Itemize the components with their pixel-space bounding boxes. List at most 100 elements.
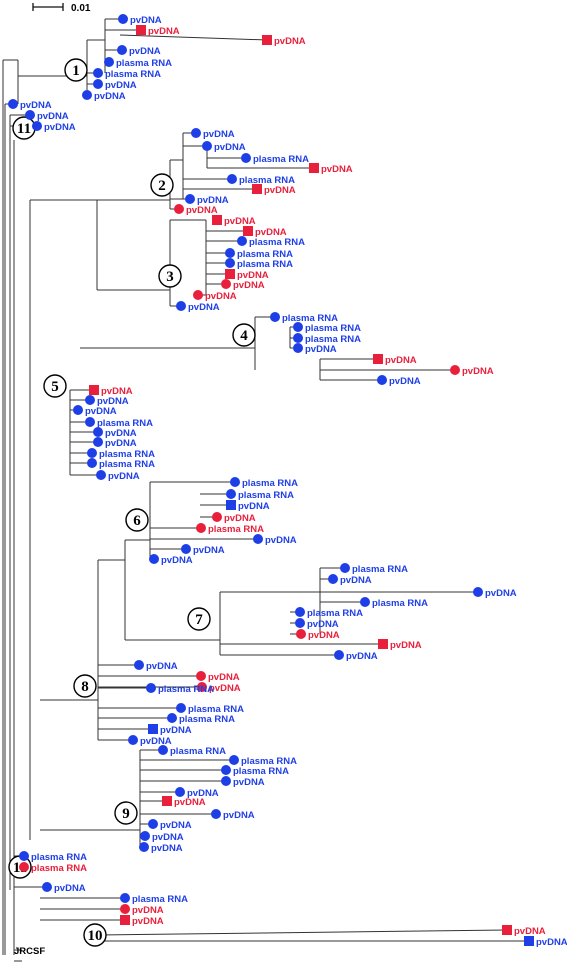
- red-square-marker: [89, 385, 99, 395]
- clade-number-1: 1: [64, 58, 88, 82]
- blue-circle-marker: [270, 312, 280, 322]
- leaf: pvDNA: [176, 301, 220, 313]
- leaf: pvDNA: [93, 79, 137, 91]
- leaf: JRCSF: [14, 946, 45, 957]
- blue-circle-marker: [146, 683, 156, 693]
- clade-number-text: 7: [195, 612, 203, 628]
- leaf: pvDNA: [378, 639, 422, 651]
- red-square-marker: [309, 163, 319, 173]
- blue-circle-marker: [134, 660, 144, 670]
- leaf-label: pvDNA: [108, 471, 140, 482]
- clade-number-circle: [73, 674, 97, 698]
- leaf-label: plasma RNA: [188, 704, 244, 715]
- leaf-label: pvDNA: [255, 227, 287, 238]
- leaf: plasma RNA: [176, 703, 244, 715]
- leaf-label: pvDNA: [146, 661, 178, 672]
- leaf-label: pvDNA: [97, 396, 129, 407]
- branch: [119, 34, 268, 41]
- blue-circle-marker: [225, 248, 235, 258]
- leaf-label: plasma RNA: [241, 756, 297, 767]
- leaf: pvDNA: [136, 25, 180, 37]
- red-square-marker: [162, 796, 172, 806]
- blue-circle-marker: [42, 882, 52, 892]
- leaf-label: pvDNA: [54, 883, 86, 894]
- leaf: pvDNA: [93, 427, 137, 439]
- red-square-marker: [378, 639, 388, 649]
- leaf-label: pvDNA: [174, 797, 206, 808]
- blue-circle-marker: [175, 787, 185, 797]
- leaf-label: plasma RNA: [352, 564, 408, 575]
- clade-number-2: 2: [150, 173, 174, 197]
- clade-number-circle: [158, 264, 182, 288]
- leaf: pvDNA: [8, 99, 52, 111]
- leaf-label: pvDNA: [105, 80, 137, 91]
- leaf: pvDNA: [225, 269, 269, 281]
- leaf-label: pvDNA: [197, 195, 229, 206]
- blue-circle-marker: [19, 851, 29, 861]
- leaf-label: plasma RNA: [105, 69, 161, 80]
- blue-circle-marker: [32, 121, 42, 131]
- leaf: pvDNA: [193, 290, 237, 302]
- blue-circle-marker: [85, 395, 95, 405]
- leaf-label: pvDNA: [385, 355, 417, 366]
- leaf: pvDNA: [73, 405, 117, 417]
- leaf-label: pvDNA: [223, 810, 255, 821]
- leaf: pvDNA: [221, 776, 265, 788]
- blue-circle-marker: [191, 128, 201, 138]
- leaf-label: plasma RNA: [179, 714, 235, 725]
- blue-circle-marker: [149, 554, 159, 564]
- red-square-marker: [262, 35, 272, 45]
- red-square-marker: [136, 25, 146, 35]
- leaf-label: plasma RNA: [253, 154, 309, 165]
- leaf: pvDNA: [450, 365, 494, 377]
- blue-circle-marker: [328, 574, 338, 584]
- clade-number-text: 5: [51, 379, 59, 395]
- leaf: pvDNA: [309, 163, 353, 175]
- leaf: plasma RNA: [270, 312, 338, 324]
- leaf: pvDNA: [139, 842, 183, 854]
- leaf-label: pvDNA: [233, 777, 265, 788]
- leaf-label: pvDNA: [20, 100, 52, 111]
- leaf-label: pvDNA: [307, 619, 339, 630]
- blue-circle-marker: [293, 322, 303, 332]
- leaf-label: pvDNA: [536, 937, 567, 948]
- leaf-label: pvDNA: [44, 122, 76, 133]
- leaf: pvDNA: [148, 724, 192, 736]
- clade-number-circle: [232, 323, 256, 347]
- leaf: plasma RNA: [230, 477, 298, 489]
- blue-circle-marker: [221, 765, 231, 775]
- clade-number-3: 3: [158, 264, 182, 288]
- leaf-label: pvDNA: [264, 185, 296, 196]
- leaf: plasma RNA: [293, 322, 361, 334]
- leaf-label: pvDNA: [151, 843, 183, 854]
- blue-circle-marker: [293, 343, 303, 353]
- leaf: pvDNA: [334, 650, 378, 662]
- red-circle-marker: [196, 523, 206, 533]
- leaf: pvDNA: [293, 343, 337, 355]
- leaf-label: plasma RNA: [305, 334, 361, 345]
- leaf-label: plasma RNA: [132, 894, 188, 905]
- leaf-label: plasma RNA: [31, 863, 87, 874]
- leaf-label: plasma RNA: [116, 58, 172, 69]
- leaf: plasma RNA: [237, 236, 305, 248]
- leaf: plasma RNA: [221, 765, 289, 777]
- leaf-label: pvDNA: [205, 291, 237, 302]
- scale-bar: 0.01: [32, 3, 91, 14]
- leaf: pvDNA: [253, 534, 297, 546]
- blue-circle-marker: [181, 544, 191, 554]
- clade-number-text: 3: [166, 269, 174, 285]
- leaf: plasma RNA: [229, 755, 297, 767]
- leaf: pvDNA: [212, 215, 256, 227]
- leaf: pvDNA: [191, 128, 235, 140]
- leaf-label: pvDNA: [193, 545, 225, 556]
- leaf-label: pvDNA: [188, 302, 220, 313]
- leaf: plasma RNA: [85, 417, 153, 429]
- leaf-label: plasma RNA: [99, 459, 155, 470]
- leaf: pvDNA: [212, 512, 256, 524]
- leaf-label: pvDNA: [485, 588, 517, 599]
- clade-number-circle: [83, 923, 107, 947]
- blue-circle-marker: [93, 437, 103, 447]
- blue-circle-marker: [241, 153, 251, 163]
- leaf: plasma RNA: [295, 607, 363, 619]
